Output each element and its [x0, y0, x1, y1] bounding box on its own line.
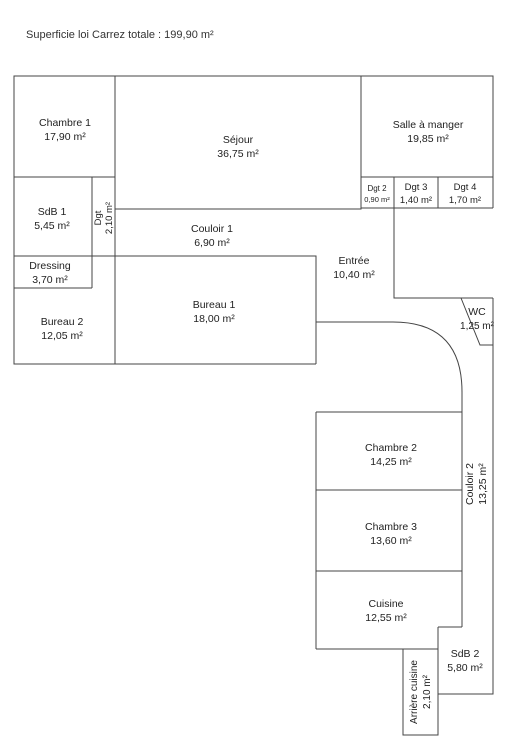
label-dressing-name: Dressing [29, 260, 71, 272]
label-dgt-area: 2,10 m² [104, 202, 115, 234]
wall-outer-top [14, 75, 494, 208]
label-chambre2-area: 14,25 m² [370, 456, 412, 468]
plan-title: Superficie loi Carrez totale : 199,90 m² [26, 29, 214, 41]
label-chambre1-area: 17,90 m² [44, 131, 86, 143]
label-couloir1-area: 6,90 m² [194, 237, 230, 249]
wall-bureau1 [115, 255, 317, 364]
label-couloir2-name: Couloir 2 [464, 463, 476, 505]
couloir2-rotated: Couloir 2 13,25 m² [464, 463, 489, 505]
label-arriere-name: Arrière cuisine [409, 660, 420, 724]
label-chambre3-area: 13,60 m² [370, 535, 412, 547]
label-entree-name: Entrée [339, 255, 370, 267]
label-arriere-area: 2,10 m² [422, 674, 433, 709]
label-wc-area: 1,25 m² [460, 321, 495, 332]
label-dgt3-name: Dgt 3 [405, 182, 428, 193]
walls [13, 75, 494, 736]
arriere-rotated: Arrière cuisine 2,10 m² [409, 660, 433, 724]
wall-arriere [402, 649, 439, 736]
label-wc-name: WC [468, 306, 486, 318]
label-bureau2-area: 12,05 m² [41, 330, 83, 342]
label-couloir1-name: Couloir 1 [191, 223, 233, 235]
label-dressing-area: 3,70 m² [32, 274, 68, 286]
label-dgt3-area: 1,40 m² [400, 195, 432, 206]
label-chambre2-name: Chambre 2 [365, 442, 417, 454]
label-chambre3-name: Chambre 3 [365, 521, 417, 533]
label-bureau1-name: Bureau 1 [193, 299, 236, 311]
label-cuisine-name: Cuisine [368, 598, 403, 610]
wall-wc [460, 297, 493, 346]
label-entree-area: 10,40 m² [333, 269, 375, 281]
label-cuisine-area: 12,55 m² [365, 612, 407, 624]
label-dgt2-area: 0,90 m² [364, 195, 390, 204]
dgt-rotated: Dgt 2,10 m² [93, 202, 115, 234]
wall-entree-right [393, 208, 493, 299]
room-labels: Chambre 1 17,90 m² Séjour 36,75 m² Salle… [29, 117, 494, 724]
label-sdb1-area: 5,45 m² [34, 220, 70, 232]
label-dgt4-area: 1,70 m² [449, 195, 481, 206]
label-sejour-name: Séjour [223, 134, 254, 146]
label-couloir2-area: 13,25 m² [477, 463, 489, 505]
wall-sdb2 [437, 626, 462, 694]
label-chambre1-name: Chambre 1 [39, 117, 91, 129]
label-salle-area: 19,85 m² [407, 133, 449, 145]
label-sejour-area: 36,75 m² [217, 148, 259, 160]
wall-curve-outer [316, 321, 463, 627]
label-sdb1-name: SdB 1 [38, 206, 67, 218]
wall-sejour [115, 76, 362, 210]
label-sdb2-name: SdB 2 [451, 648, 480, 660]
label-bureau1-area: 18,00 m² [193, 313, 235, 325]
label-bureau2-name: Bureau 2 [41, 316, 84, 328]
label-salle-name: Salle à manger [393, 119, 464, 131]
wall-couloir2-right [438, 298, 494, 695]
label-dgt4-name: Dgt 4 [454, 182, 477, 193]
label-dgt-name: Dgt [93, 210, 104, 225]
label-dgt2-name: Dgt 2 [367, 184, 387, 193]
label-sdb2-area: 5,80 m² [447, 662, 483, 674]
